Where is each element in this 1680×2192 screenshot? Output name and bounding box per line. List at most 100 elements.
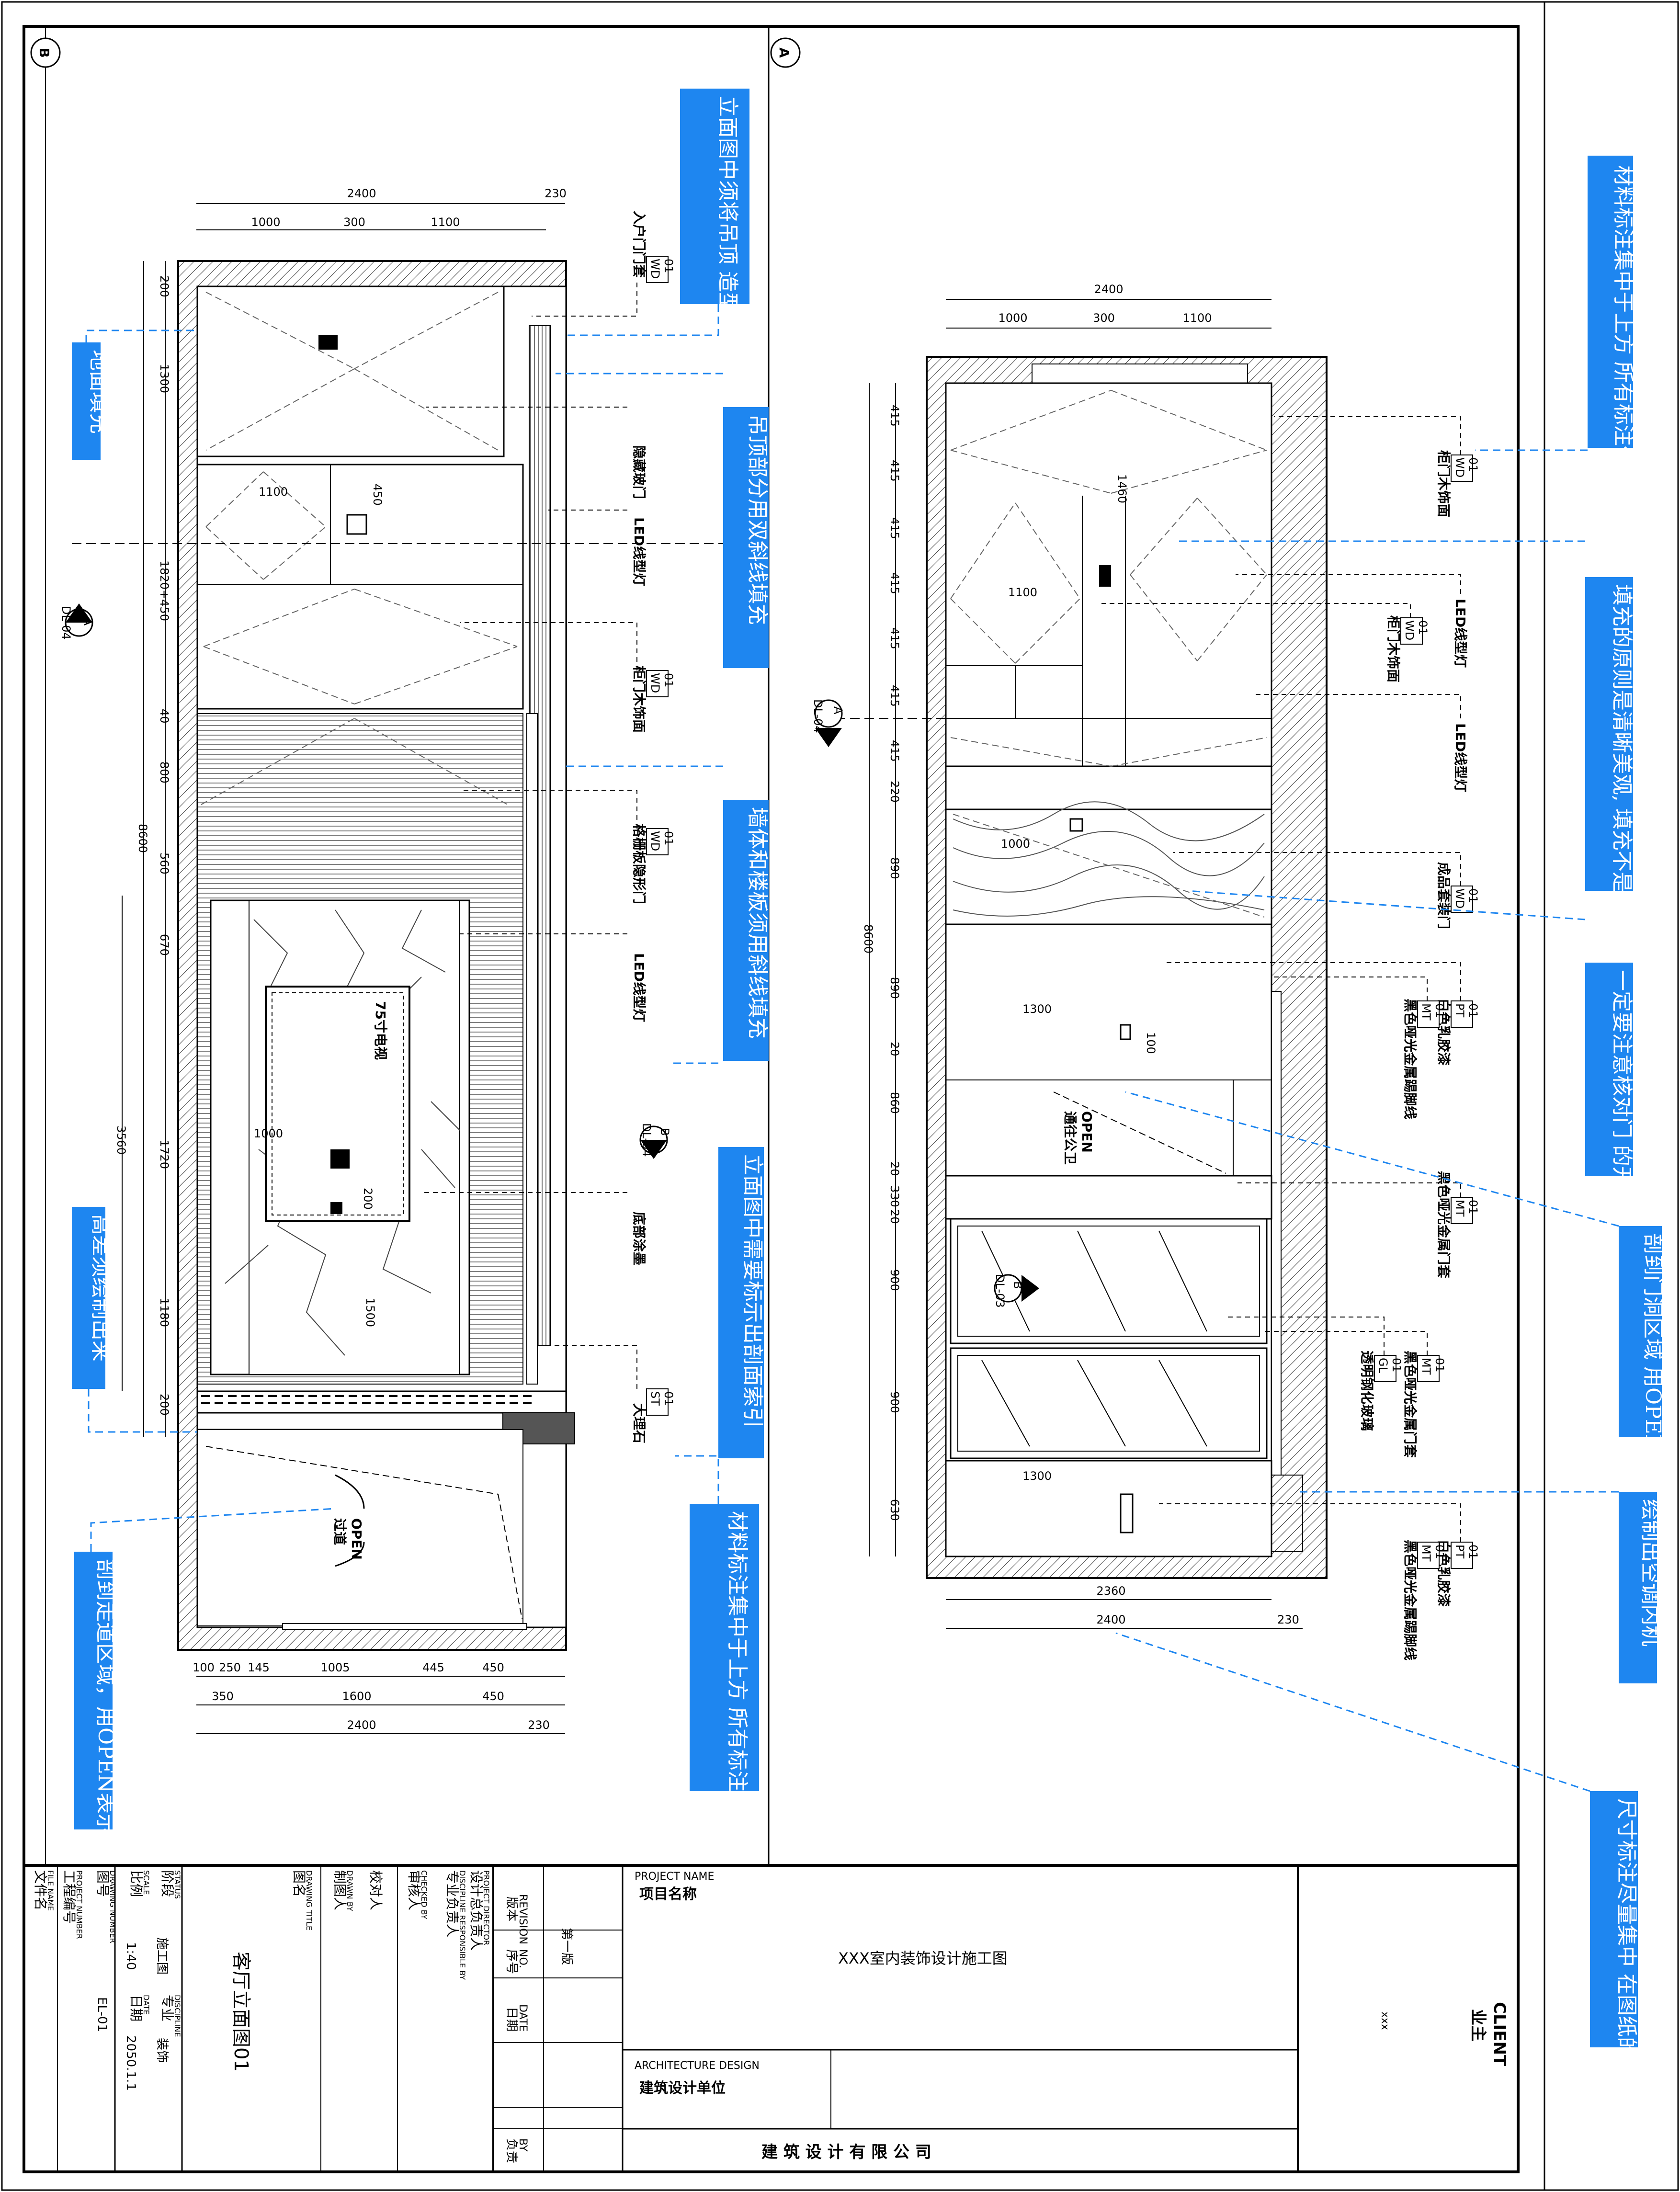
label-a-0: WD 01 柜门木饰面 <box>1436 450 1480 517</box>
drawing-no-en: DRAWING NUMBER <box>108 1870 117 1943</box>
note-4: 绘制出空调内机 <box>1638 1499 1663 1647</box>
project-name-cn: 项目名称 <box>639 1886 697 1903</box>
dim-b-bot-7: 1600 <box>342 1690 371 1703</box>
svg-text:01: 01 <box>1433 1003 1446 1018</box>
dim-a-inner-3: 1300 <box>1022 1002 1052 1016</box>
svg-text:WD: WD <box>648 673 662 693</box>
role-4-cn: 制图人 <box>332 1870 348 1910</box>
svg-text:01: 01 <box>1466 457 1480 472</box>
svg-text:DL-04: DL-04 <box>811 699 825 733</box>
svg-text:大理石: 大理石 <box>631 1403 647 1443</box>
svg-text:黑色哑光金属门套: 黑色哑光金属门套 <box>1436 1171 1452 1279</box>
dim-b-left-11: 3560 <box>114 1125 128 1155</box>
role-3-cn: 校对人 <box>368 1870 384 1910</box>
dim-b-left-5: 560 <box>158 852 171 875</box>
arch-design-cn: 建筑设计单位 <box>639 2080 726 2097</box>
svg-text:01: 01 <box>1466 1200 1480 1215</box>
status-cn: 阶段 <box>159 1870 175 1897</box>
dim-b-inner-1: 450 <box>371 484 384 506</box>
section-mark-b-a: A DL-04 <box>59 603 94 640</box>
section-mark-a-b: B DL-03 <box>993 1274 1039 1308</box>
dim-b-bot-0: 100 <box>193 1661 215 1674</box>
drawing-title: 客厅立面图01 <box>230 1952 252 2072</box>
label-b-7: ST 01 大理石 <box>631 1388 675 1443</box>
dim-b-left-6: 670 <box>158 934 171 956</box>
svg-text:01: 01 <box>1416 620 1430 635</box>
rev-col-0-cn: 版本 <box>504 1897 519 1921</box>
svg-text:黑色哑光金属门套: 黑色哑光金属门套 <box>1402 1351 1418 1458</box>
file-en: FILE NAME <box>46 1870 55 1911</box>
svg-text:ST: ST <box>648 1391 662 1406</box>
dim-b-left-8: 1180 <box>158 1298 171 1327</box>
open-sub-b: 过道 <box>332 1518 348 1545</box>
svg-text:01: 01 <box>662 673 675 688</box>
svg-text:MT: MT <box>1419 1545 1433 1562</box>
dim-b-left-4: 800 <box>158 761 171 784</box>
dim-a-inner-2: 1000 <box>1001 837 1030 851</box>
dim-a-left-1: 415 <box>888 460 901 482</box>
dim-a-left-7: 220 <box>888 781 901 803</box>
revision-value: 第一版 <box>559 1928 574 1965</box>
client-cn: 业主 <box>1468 2009 1487 2042</box>
label-a-3: LED线型灯 <box>1453 723 1468 792</box>
svg-text:入户门门套: 入户门门套 <box>631 211 647 278</box>
callouts: 材料标注集中于上方 所有标注保持统一高度 填充的原则是清晰美观, 填充不是必须的… <box>72 89 1665 2142</box>
open-sub-a: 通往公卫 <box>1062 1111 1078 1165</box>
rev-col-3-cn: 负责 <box>504 2138 519 2163</box>
dim-b-top-4: 1100 <box>431 216 460 229</box>
role-2-cn: 审核人 <box>406 1870 422 1910</box>
label-a-1: LED线型灯 <box>1453 599 1468 668</box>
note-0: 材料标注集中于上方 所有标注保持统一高度 <box>1611 165 1635 572</box>
project-no-cn: 工程编号 <box>61 1870 77 1924</box>
elevation-b: 75寸电视 OPEN 过道 2400 230 1000 300 1100 200 <box>59 187 766 1734</box>
label-a-7: MT 01 黑色哑光金属门套 <box>1436 1171 1480 1279</box>
label-b-6: 底部涂墨 <box>631 1212 647 1265</box>
dim-a-bot-2: 230 <box>1277 1613 1299 1626</box>
dim-a-left-11: 860 <box>888 1092 901 1114</box>
dim-a-left-18: 8600 <box>862 924 875 954</box>
dim-a-left-6: 415 <box>888 740 901 762</box>
status-en: STATUS <box>173 1870 182 1899</box>
dim-a-left-16: 900 <box>888 1391 901 1413</box>
svg-text:WD: WD <box>648 831 662 851</box>
svg-text:B: B <box>36 47 52 57</box>
role-2-en: CHECKED BY <box>420 1870 429 1919</box>
dim-a-inner-5: 1300 <box>1022 1469 1052 1483</box>
dim-b-left-3: 40 <box>158 709 171 724</box>
scale-en: SCALE <box>142 1870 151 1895</box>
date-value: 2050.1.1 <box>124 2035 138 2091</box>
label-a-2: WD 01 柜门木饰面 <box>1385 615 1430 682</box>
tv-label: 75寸电视 <box>373 1001 388 1060</box>
label-b-5: LED线型灯 <box>631 953 647 1022</box>
dim-b-bot-8: 450 <box>482 1690 504 1703</box>
dim-b-top-3: 300 <box>343 216 365 229</box>
svg-text:01: 01 <box>1433 1358 1446 1373</box>
label-b-1: 隐藏玻门 <box>631 445 647 499</box>
label-a-11: MT 01 黑色哑光金属踢脚线 <box>1402 1540 1446 1660</box>
note-5: 尺寸标注尽量集中 在图纸的左右两边 <box>1614 1798 1639 2142</box>
label-b-2: LED线型灯 <box>631 517 647 586</box>
client-value: xxx <box>1379 2011 1391 2030</box>
dim-a-left-14: 20 <box>888 1209 901 1224</box>
open-label-b: OPEN <box>349 1518 364 1560</box>
project-name-en: PROJECT NAME <box>635 1871 714 1883</box>
dim-a-left-2: 415 <box>888 517 901 539</box>
dim-a-left-10: 20 <box>888 1042 901 1056</box>
svg-text:01: 01 <box>1466 1003 1480 1018</box>
drawing-title-cn: 图名 <box>291 1870 307 1897</box>
dim-a-top-0: 2400 <box>1094 283 1123 296</box>
label-b-4: WD 01 格栅板隐形门 <box>631 824 675 904</box>
svg-text:A: A <box>776 47 792 58</box>
dim-b-inner-0: 1100 <box>259 485 288 499</box>
elevation-a: OPEN 通往公卫 A DL-04 B DL-03 <box>811 283 1480 1660</box>
dim-b-left-1: 1300 <box>158 364 171 393</box>
scale-value: 1:40 <box>124 1942 138 1970</box>
svg-text:B: B <box>658 1128 671 1136</box>
dim-b-left-0: 200 <box>158 275 171 297</box>
svg-text:成品套装门: 成品套装门 <box>1436 862 1452 929</box>
grid-bubble-b: B <box>30 26 61 1865</box>
discipline-cn: 专业 <box>159 1995 175 2022</box>
dim-b-inner-2: 1000 <box>254 1127 283 1140</box>
scale-cn: 比例 <box>128 1870 144 1897</box>
